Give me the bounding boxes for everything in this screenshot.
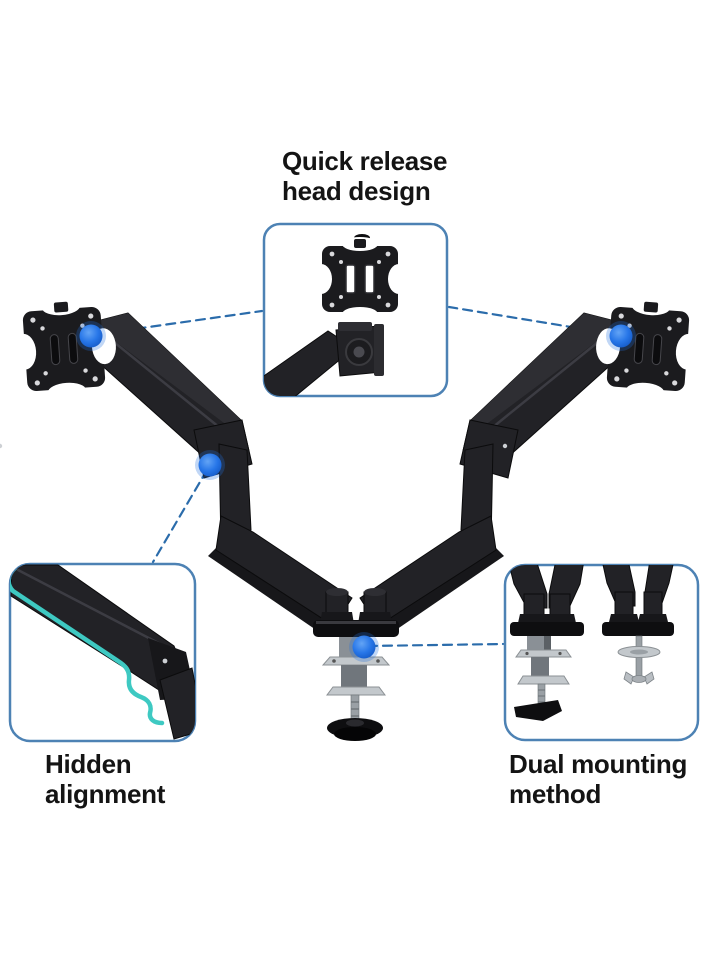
leader-lines [90, 305, 622, 648]
detail-arm-head [264, 322, 384, 396]
plate-top-tab [643, 301, 659, 313]
right-vesa-plate [596, 299, 700, 399]
plate-screw-holes [30, 313, 98, 386]
feature-dot-right-plate [609, 324, 633, 348]
left-vesa-plate [12, 299, 116, 399]
clamp-knob-hub [346, 719, 364, 727]
routed-cable [10, 565, 165, 726]
base-plate [313, 620, 399, 637]
clamp-foot [514, 700, 562, 721]
right-upper-arm-highlight [470, 313, 615, 432]
feature-points [76, 321, 636, 662]
plate-cutout [626, 382, 665, 399]
callout-box-dual-mounting [503, 563, 700, 742]
leader-line-hidden-alignment [151, 468, 209, 564]
right-monitor-arm [359, 312, 625, 634]
plate-slot [67, 332, 79, 364]
plate-slot [633, 332, 645, 364]
caption-quick-release: Quick release head design [282, 146, 448, 207]
left-monitor-arm [0, 312, 353, 634]
clamp-lip-screw [332, 659, 336, 663]
callout-box-hidden-alignment [8, 562, 197, 743]
plate-slot [651, 334, 663, 366]
left-arm-post-cap [326, 588, 348, 596]
caption-hidden-alignment: Hidden alignment [45, 749, 166, 810]
callout-box-quick-release [262, 222, 449, 398]
rod-threads [351, 701, 359, 717]
right-elbow-screw [502, 443, 508, 449]
plate-top-tab [53, 301, 69, 313]
leader-line-left-plate [90, 309, 264, 337]
quick-release-detail [264, 234, 410, 396]
clamp-bottom-plate [326, 686, 386, 696]
center-desk-clamp [313, 588, 399, 741]
detail-vesa-plate [310, 237, 410, 321]
left-elbow-screw [0, 443, 3, 449]
leader-line-dual-mounting [366, 642, 505, 648]
base-plate-highlight [316, 621, 396, 624]
right-lower-arm-shadow [378, 548, 504, 634]
feature-dot-left-plate [79, 324, 103, 348]
plate-slot [49, 334, 61, 366]
feature-dot-left-elbow [198, 453, 222, 477]
dual-mounting-detail [507, 565, 675, 721]
wing-nut [623, 671, 655, 685]
left-lower-arm-shadow [208, 548, 334, 634]
grommet-mount-variant [601, 565, 675, 685]
left-upper-arm-highlight [97, 313, 242, 432]
right-arm-post-cap [364, 588, 386, 596]
clamp-lip-screw [376, 659, 380, 663]
plate-cutout [12, 333, 37, 370]
plate-screw-holes [614, 313, 682, 386]
detail-lower-stub [159, 667, 195, 740]
right-upper-arm-edge [480, 332, 610, 438]
hidden-alignment-detail [10, 564, 195, 740]
left-upper-arm-edge [102, 332, 232, 438]
feature-dot-clamp [352, 635, 376, 659]
plate-cutout [675, 333, 700, 370]
detail-screw [162, 658, 168, 664]
detail-arm-edge [16, 568, 170, 650]
plate-cutout [47, 382, 86, 399]
clamp-knob-bottom [334, 727, 376, 741]
leader-line-right-plate [447, 305, 622, 337]
clamp-lower-body [341, 665, 367, 688]
caption-dual-mounting: Dual mounting method [509, 749, 688, 810]
clamp-mount-variant [507, 565, 585, 721]
